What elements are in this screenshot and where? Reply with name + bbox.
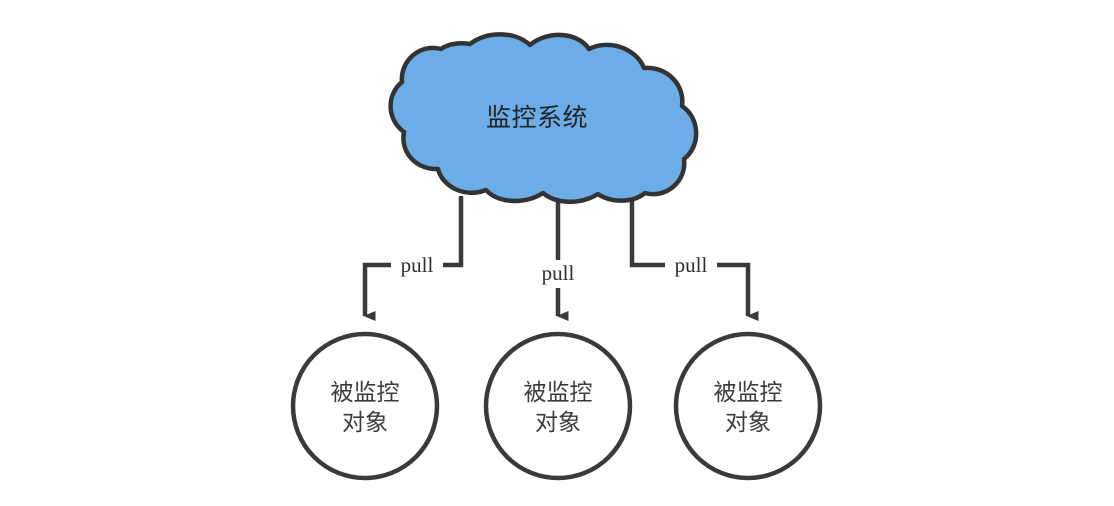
monitored-node-2-circle xyxy=(483,331,633,481)
monitored-node-3-circle xyxy=(673,331,823,481)
edge-right-label: pull xyxy=(675,253,708,277)
cloud-node-label: 监控系统 xyxy=(486,104,588,132)
monitored-node-3-label-line1: 被监控 xyxy=(714,380,783,405)
edge-right[interactable]: pull xyxy=(629,196,759,321)
edge-left-label-bg xyxy=(391,252,443,278)
edge-middle-label: pull xyxy=(542,261,575,285)
edge-left-label: pull xyxy=(401,253,434,277)
edge-right-label-bg xyxy=(665,252,717,278)
monitored-node-1-label-line1: 被监控 xyxy=(331,380,400,405)
monitored-node-3-label-line2: 对象 xyxy=(725,410,771,435)
monitored-node-2-label-line2: 对象 xyxy=(535,410,581,435)
monitored-node-1-label-line2: 对象 xyxy=(342,410,388,435)
monitored-node-1[interactable]: 被监控 对象 xyxy=(290,331,440,481)
monitored-node-3[interactable]: 被监控 对象 xyxy=(673,331,823,481)
monitored-node-1-circle xyxy=(290,331,440,481)
monitored-node-2-label-line1: 被监控 xyxy=(524,380,593,405)
edge-middle-label-bg xyxy=(531,260,585,288)
monitored-node-2[interactable]: 被监控 对象 xyxy=(483,331,633,481)
edge-middle[interactable]: pull xyxy=(531,196,585,321)
edge-left[interactable]: pull xyxy=(362,196,464,321)
cloud-node-monitoring-system[interactable]: 监控系统 xyxy=(388,32,699,204)
edge-group: pull pull pull xyxy=(362,196,759,321)
cloud-shape-icon xyxy=(388,32,699,204)
